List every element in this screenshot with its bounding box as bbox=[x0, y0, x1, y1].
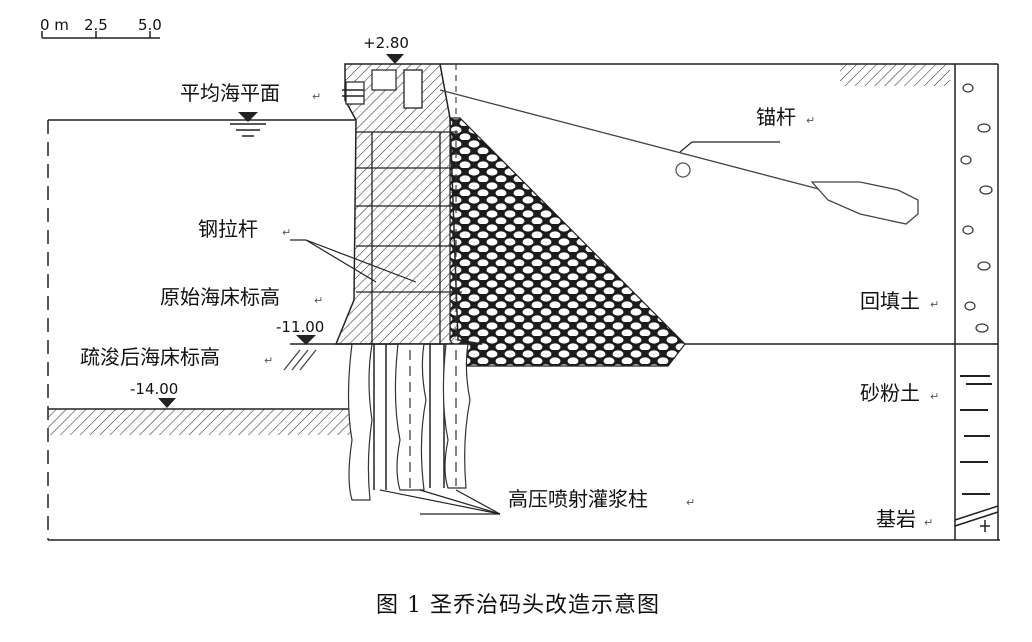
leader-lines bbox=[290, 141, 780, 515]
label-backfill: 回填土 ↵ bbox=[860, 289, 939, 313]
label-dredged-seabed: 疏浚后海床标高 ↵ bbox=[80, 345, 273, 369]
scale-tick-2-5: 2.5 bbox=[84, 16, 108, 34]
svg-text:疏浚后海床标高: 疏浚后海床标高 bbox=[80, 345, 220, 369]
svg-text:↵: ↵ bbox=[806, 114, 815, 127]
svg-text:↵: ↵ bbox=[282, 226, 291, 239]
scale-bar: 0 m 2.5 5.0 bbox=[40, 16, 162, 39]
label-anchor-rod: 锚杆 ↵ bbox=[756, 105, 815, 129]
svg-text:砂粉土: 砂粉土 bbox=[860, 381, 920, 405]
scale-tick-5-0: 5.0 bbox=[138, 16, 162, 34]
label-steel-tie-rod: 钢拉杆 ↵ bbox=[198, 217, 291, 241]
elevation-top: +2.80 bbox=[363, 34, 409, 52]
rock-fill-slope bbox=[449, 117, 686, 367]
svg-text:平均海平面: 平均海平面 bbox=[180, 81, 280, 105]
label-mean-sea-level: 平均海平面 ↵ bbox=[180, 81, 321, 105]
svg-text:↵: ↵ bbox=[314, 294, 323, 307]
elevation-original-seabed: -11.00 bbox=[276, 318, 324, 336]
figure-caption: 图 1 圣乔治码头改造示意图 bbox=[376, 593, 660, 618]
svg-text:锚杆: 锚杆 bbox=[756, 105, 796, 129]
label-jet-grout-columns: 高压喷射灌浆柱 ↵ bbox=[508, 487, 695, 511]
label-bedrock: 基岩 ↵ bbox=[876, 507, 933, 531]
svg-text:↵: ↵ bbox=[312, 90, 321, 103]
svg-text:回填土: 回填土 bbox=[860, 289, 920, 313]
jet-grout-columns bbox=[347, 343, 471, 501]
label-original-seabed: 原始海床标高 ↵ bbox=[160, 285, 323, 309]
anchor-rod bbox=[439, 89, 919, 225]
label-silty-sand: 砂粉土 ↵ bbox=[860, 381, 939, 405]
dredged-seabed bbox=[48, 398, 355, 435]
svg-text:钢拉杆: 钢拉杆 bbox=[198, 217, 258, 241]
svg-text:基岩: 基岩 bbox=[876, 507, 916, 531]
backfill-surface-hatch bbox=[840, 64, 950, 86]
svg-text:原始海床标高: 原始海床标高 bbox=[160, 285, 280, 309]
svg-text:↵: ↵ bbox=[924, 516, 933, 529]
elevation-dredged-seabed: -14.00 bbox=[130, 380, 178, 398]
soil-column bbox=[954, 83, 999, 532]
svg-text:↵: ↵ bbox=[686, 496, 695, 509]
svg-text:↵: ↵ bbox=[930, 390, 939, 403]
svg-text:↵: ↵ bbox=[930, 298, 939, 311]
scale-tick-0: 0 m bbox=[40, 16, 69, 34]
svg-text:高压喷射灌浆柱: 高压喷射灌浆柱 bbox=[508, 487, 648, 511]
svg-text:↵: ↵ bbox=[264, 354, 273, 367]
sea-level-symbol bbox=[230, 112, 266, 137]
quay-wall bbox=[334, 54, 483, 345]
